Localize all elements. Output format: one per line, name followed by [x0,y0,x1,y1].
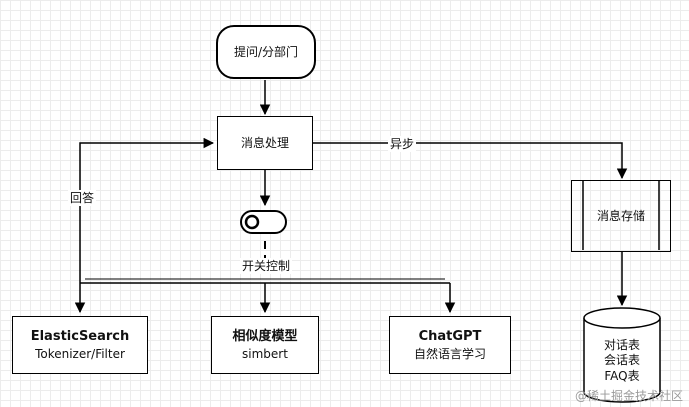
database-line-1: 对话表 [603,337,640,352]
database-node: 对话表 会话表 FAQ表 [586,330,658,392]
elasticsearch-subtitle: Tokenizer/Filter [35,346,125,361]
database-line-2: 会话表 [603,353,640,368]
chatgpt-node: ChatGPT 自然语言学习 [389,316,511,374]
elasticsearch-title: ElasticSearch [30,329,130,345]
storage-node: 消息存储 [571,180,671,252]
simbert-title: 相似度模型 [232,329,298,345]
elasticsearch-node: ElasticSearch Tokenizer/Filter [12,316,148,374]
start-node-label: 提问/分部门 [233,44,299,59]
edge-label-switch: 开关控制 [240,258,293,274]
database-line-3: FAQ表 [604,368,640,383]
watermark-text: @稀土掘金技术社区 [574,389,683,403]
edge-label-answer: 回答 [68,190,97,206]
simbert-node: 相似度模型 simbert [211,316,319,374]
simbert-subtitle: simbert [242,346,288,361]
database-cylinder-icon [583,307,661,403]
chatgpt-subtitle: 自然语言学习 [413,346,486,361]
edge-answer-loop [79,137,215,283]
process-node-label: 消息处理 [240,135,289,150]
chatgpt-title: ChatGPT [418,329,482,345]
toggle-switch-icon [240,210,287,234]
process-node: 消息处理 [217,116,313,170]
edge-label-async: 异步 [388,136,417,152]
edge-process-to-storage [313,142,628,180]
start-node: 提问/分部门 [216,25,316,79]
storage-node-label: 消息存储 [596,208,645,223]
